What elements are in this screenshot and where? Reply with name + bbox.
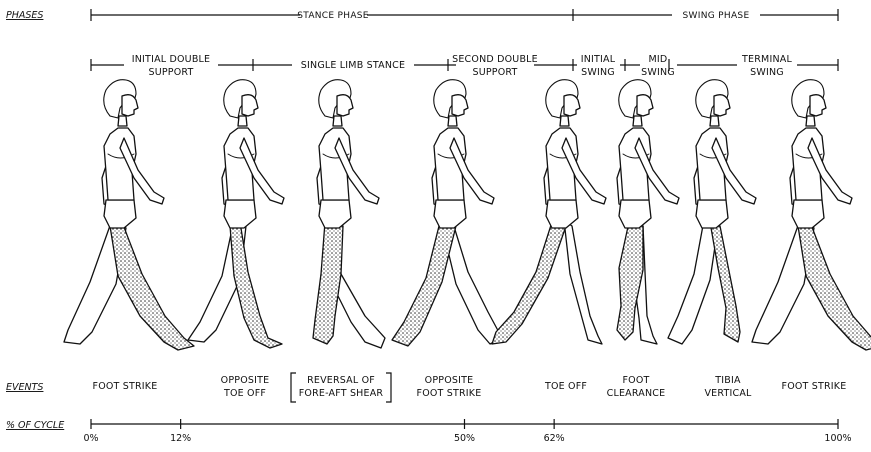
figure-neck [710,116,719,126]
events-row: FOOT STRIKE OPPOSITE TOE OFF REVERSAL OF… [93,373,847,402]
subphase-mid-swing-line2: SWING [641,67,675,78]
figure-neck [333,116,342,126]
subphase-initial-swing-line1: INITIAL [581,54,616,65]
phases-row-label: PHASES [6,10,43,21]
event-opposite-toe-off-line2: TOE OFF [223,388,266,399]
phase-stance-label: STANCE PHASE [297,11,369,21]
event-reversal-shear-line2: FORE-AFT SHEAR [299,388,384,399]
cycle-row-label: % OF CYCLE [6,420,64,431]
walking-figure [64,80,194,350]
walking-figure [313,80,385,348]
figure-right-leg-shaded [313,222,343,344]
figure-neck [633,116,642,126]
figure-pelvis [619,200,651,228]
events-row-label: EVENTS [6,382,43,393]
figure-right-leg-shaded [710,222,740,342]
walking-figure [617,80,679,344]
event-tibia-vertical-line2: VERTICAL [704,388,752,399]
subphase-bar: INITIAL DOUBLE SUPPORT SINGLE LIMB STANC… [91,54,838,78]
subphase-initial-swing-line2: SWING [581,67,615,78]
event-tibia-vertical-line1: TIBIA [714,375,741,386]
figure-pelvis [224,200,256,228]
walking-figure [188,80,284,348]
phase-swing-label: SWING PHASE [683,11,750,21]
subphase-initial-double-support-line2: SUPPORT [148,67,193,78]
event-foot-strike-end: FOOT STRIKE [782,381,847,392]
figure-left-leg [564,220,602,344]
figure-right-leg-shaded [492,222,566,344]
walking-figure [752,80,871,350]
event-opposite-toe-off-line1: OPPOSITE [221,375,270,386]
subphase-second-double-support-line1: SECOND DOUBLE [452,54,538,65]
cycle-tick-label: 100% [824,433,851,444]
figure-right-leg-shaded [110,222,194,350]
figure-neck [806,116,815,126]
figure-neck [238,116,247,126]
cycle-axis: 0% 12% 50% 62% 100% [83,419,851,444]
event-reversal-shear-line1: REVERSAL OF [307,375,375,386]
figure-pelvis [546,200,578,228]
phase-header-bar: STANCE PHASE SWING PHASE [91,9,838,21]
figure-neck [448,116,457,126]
event-bracket-right [386,373,391,402]
subphase-terminal-swing-line2: SWING [750,67,784,78]
subphase-terminal-swing-line1: TERMINAL [741,54,792,65]
figure-right-leg-shaded [798,222,871,350]
event-foot-strike: FOOT STRIKE [93,381,158,392]
subphase-second-double-support-line2: SUPPORT [472,67,517,78]
event-opposite-foot-strike-line2: FOOT STRIKE [417,388,482,399]
subphase-initial-double-support-line1: INITIAL DOUBLE [132,54,211,65]
cycle-tick-label: 50% [454,433,475,444]
figure-pelvis [792,200,824,228]
figure-right-leg-shaded [392,222,456,346]
walking-figure [492,80,606,344]
figure-pelvis [104,200,136,228]
walking-figures [64,80,871,350]
event-opposite-foot-strike-line1: OPPOSITE [425,375,474,386]
subphase-mid-swing-line1: MID [649,54,668,65]
figure-pelvis [434,200,466,228]
figure-right-leg-shaded [230,222,282,348]
figure-neck [560,116,569,126]
walking-figure [392,80,502,346]
figure-left-leg [668,220,718,344]
figure-pelvis [696,200,728,228]
figure-neck [118,116,127,126]
event-foot-clearance-line2: CLEARANCE [607,388,666,399]
subphase-single-limb-stance: SINGLE LIMB STANCE [301,60,405,71]
event-bracket-left [291,373,296,402]
cycle-tick-label: 0% [83,433,98,444]
walking-figure [668,80,756,344]
event-toe-off: TOE OFF [544,381,587,392]
cycle-tick-label: 62% [544,433,565,444]
event-foot-clearance-line1: FOOT [622,375,649,386]
cycle-tick-label: 12% [170,433,191,444]
figure-pelvis [319,200,351,228]
